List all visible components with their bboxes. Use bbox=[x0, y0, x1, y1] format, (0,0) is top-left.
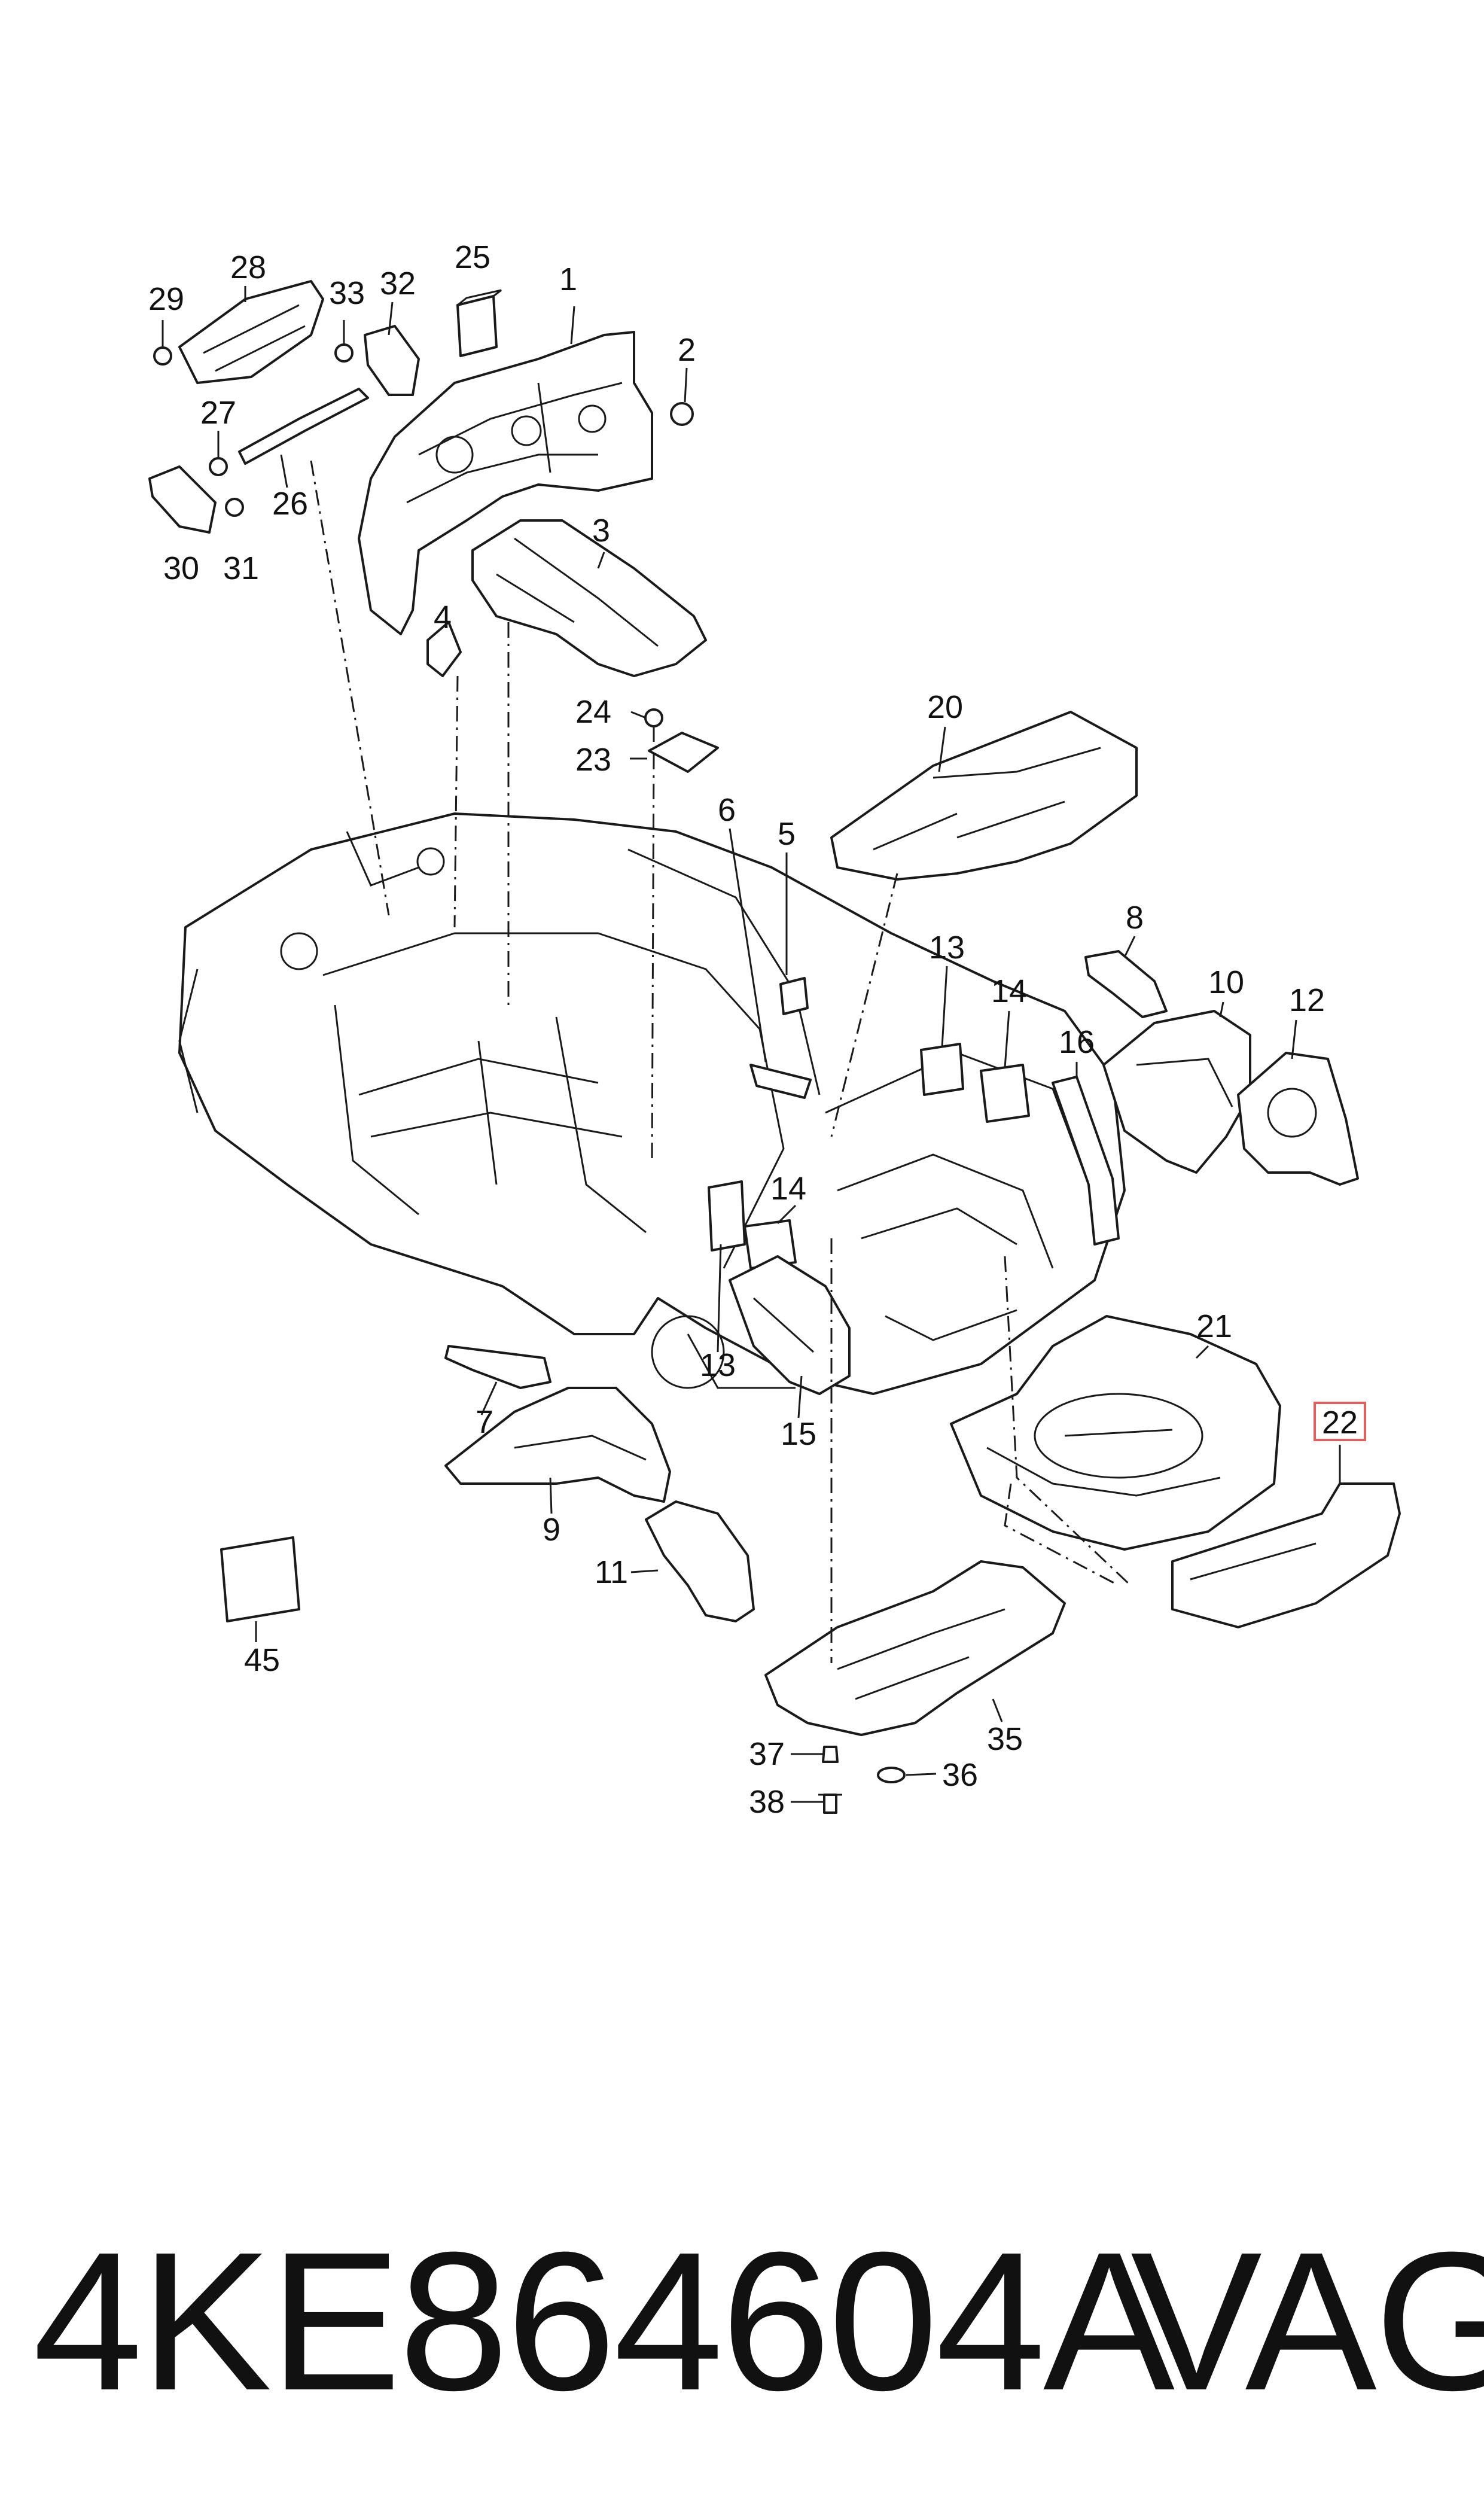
part-36-nut bbox=[877, 1767, 906, 1783]
part-22-rear-insulation bbox=[1171, 1482, 1401, 1628]
part-13-foam-upper bbox=[920, 1043, 964, 1096]
part-9-wheelhouse-liner bbox=[444, 1387, 671, 1503]
callout-31: 31 bbox=[223, 550, 259, 586]
callout-7: 7 bbox=[476, 1404, 493, 1440]
part-7-strip bbox=[444, 1345, 551, 1389]
callout-1: 1 bbox=[559, 261, 577, 297]
callout-13-upper: 13 bbox=[929, 930, 965, 966]
part-14-foam-upper bbox=[980, 1064, 1030, 1123]
callout-37: 37 bbox=[749, 1736, 785, 1772]
part-21-luggage-floor-insulation bbox=[950, 1315, 1281, 1551]
callout-32: 32 bbox=[380, 266, 416, 302]
callout-2: 2 bbox=[678, 332, 696, 368]
part-10-wheelhouse-liner bbox=[1102, 1010, 1251, 1174]
callout-6: 6 bbox=[718, 792, 736, 828]
callout-33: 33 bbox=[329, 275, 365, 311]
part-37-clip bbox=[822, 1746, 839, 1763]
part-4-pad bbox=[426, 621, 462, 677]
part-35-underbody-panel bbox=[764, 1560, 1066, 1736]
callout-26: 26 bbox=[272, 486, 308, 522]
callout-12: 12 bbox=[1289, 982, 1325, 1018]
callout-4: 4 bbox=[434, 599, 452, 635]
callout-5: 5 bbox=[778, 816, 796, 852]
callout-11: 11 bbox=[595, 1554, 628, 1590]
callout-38: 38 bbox=[749, 1784, 785, 1820]
part-13-foam-lower bbox=[708, 1180, 746, 1252]
callout-36: 36 bbox=[942, 1757, 978, 1793]
part-15-wheelhouse-liner bbox=[729, 1255, 851, 1395]
part-32-bracket bbox=[364, 325, 420, 396]
part-20-shelf-insulation bbox=[830, 711, 1138, 881]
callout-3: 3 bbox=[592, 513, 610, 549]
part-45-pad bbox=[220, 1536, 300, 1622]
leader-lines bbox=[161, 286, 1341, 1803]
part-14-foam-lower bbox=[743, 1219, 797, 1269]
callout-30: 30 bbox=[163, 550, 199, 586]
callout-28: 28 bbox=[230, 249, 266, 285]
part-12-wheelhouse-liner bbox=[1237, 1052, 1359, 1186]
callout-14-upper: 14 bbox=[991, 973, 1027, 1009]
callout-45: 45 bbox=[244, 1642, 280, 1678]
part-3-tunnel-insulation bbox=[471, 519, 707, 677]
brand-label: VAG bbox=[1130, 2211, 1484, 2431]
assembly-lines bbox=[310, 460, 1132, 1663]
callout-15: 15 bbox=[781, 1416, 816, 1452]
callout-8: 8 bbox=[1126, 900, 1144, 936]
car-body-shell bbox=[178, 812, 1126, 1395]
part-number: 4KE864604A bbox=[33, 2211, 1175, 2431]
callout-16: 16 bbox=[1059, 1024, 1095, 1060]
part-26-strip bbox=[238, 388, 369, 465]
part-28-bracket bbox=[178, 280, 324, 384]
callout-13-lower: 13 bbox=[700, 1347, 736, 1383]
callout-14-lower: 14 bbox=[770, 1171, 806, 1207]
callout-20: 20 bbox=[927, 689, 963, 725]
callout-22: 22 bbox=[1322, 1405, 1358, 1441]
part-23-pad bbox=[648, 732, 719, 773]
callout-labels: 1 2 3 4 5 6 7 8 9 10 11 12 13 13 14 14 1… bbox=[148, 239, 1358, 1820]
part-30-bracket bbox=[148, 465, 217, 534]
part-6-strip bbox=[749, 1064, 812, 1099]
callout-24: 24 bbox=[575, 694, 611, 730]
callout-27: 27 bbox=[200, 395, 236, 431]
part-11-wheelhouse-liner bbox=[645, 1500, 755, 1622]
callout-21: 21 bbox=[1196, 1308, 1232, 1344]
callout-23: 23 bbox=[575, 742, 611, 778]
part-38-bolt bbox=[818, 1794, 842, 1814]
part-29-clip bbox=[153, 346, 172, 366]
part-33-clip bbox=[334, 343, 354, 363]
part-5-foam-block bbox=[779, 977, 809, 1015]
callout-29: 29 bbox=[148, 281, 184, 317]
parts-diagram: 1 2 3 4 5 6 7 8 9 10 11 12 13 13 14 14 1… bbox=[148, 239, 1401, 1820]
highlight-box-22 bbox=[1314, 1402, 1366, 1441]
part-1-bulkhead-insulation bbox=[358, 331, 653, 635]
callout-9: 9 bbox=[543, 1512, 560, 1548]
part-25-foam-block bbox=[456, 289, 502, 357]
footer: 4KE864604A VAG bbox=[0, 2213, 1484, 2429]
part-8-bracket bbox=[1084, 950, 1168, 1018]
part-27-clip bbox=[209, 457, 228, 476]
callout-25: 25 bbox=[455, 239, 490, 275]
callout-35: 35 bbox=[987, 1721, 1023, 1757]
part-24-clip bbox=[644, 708, 663, 742]
part-31-clip bbox=[225, 498, 244, 517]
part-2-clip bbox=[670, 402, 694, 426]
callout-10: 10 bbox=[1208, 964, 1244, 1000]
